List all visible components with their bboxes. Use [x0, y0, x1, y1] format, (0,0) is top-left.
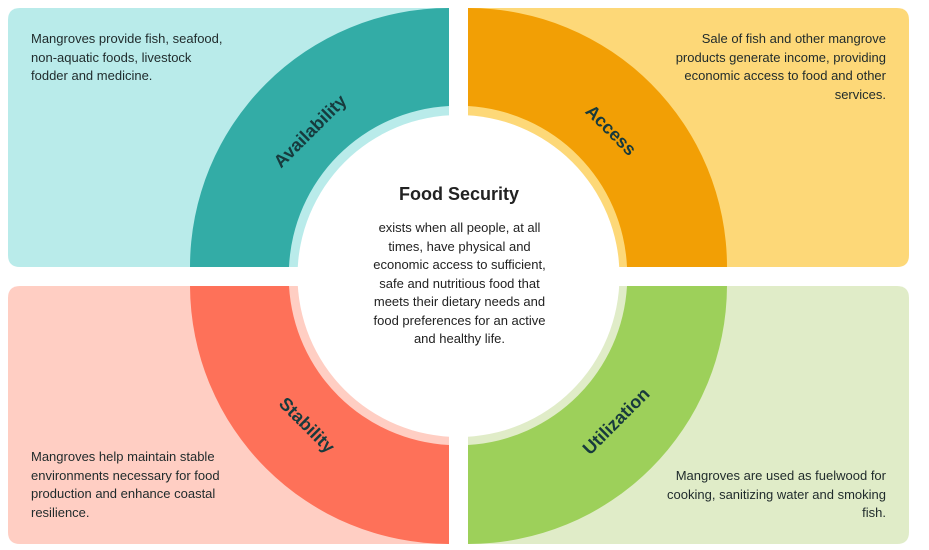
center-circle [297, 115, 620, 437]
center-description: exists when all people, at all times, ha… [373, 220, 546, 346]
utilization-arc [468, 286, 727, 544]
utilization-description: Mangroves are used as fuelwood for cooki… [667, 468, 886, 520]
availability-arc [190, 8, 449, 267]
center-title: Food Security [398, 184, 519, 204]
stability-description: Mangroves help maintain stable environme… [31, 449, 220, 520]
stability-arc [190, 286, 449, 544]
access-description: Sale of fish and other mangrove products… [675, 31, 886, 102]
access-arc [468, 8, 727, 267]
availability-description: Mangroves provide fish, seafood, non-aqu… [31, 31, 223, 83]
